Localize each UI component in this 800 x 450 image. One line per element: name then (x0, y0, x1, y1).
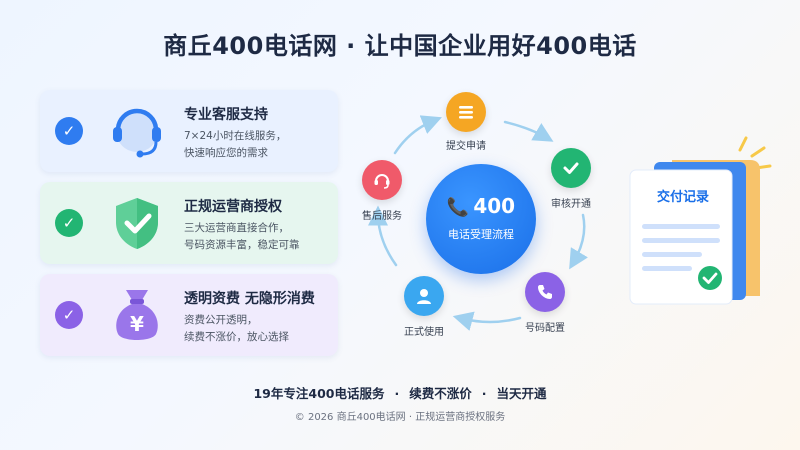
headset-icon (362, 160, 402, 200)
hub-label: 电话受理流程 (448, 228, 514, 241)
feature-desc: 资费公开透明， 续费不涨价，放心选择 (184, 314, 289, 343)
list-icon (446, 92, 486, 132)
page-title: 商丘400电话网 · 让中国企业用好400电话 (163, 32, 637, 60)
svg-text:¥: ¥ (130, 312, 144, 336)
phone-icon: 📞 (446, 197, 470, 218)
step-label: 售后服务 (362, 211, 402, 222)
process-flow: 📞400 电话受理流程 提交申请 审核开通 号码配置 正式使用 售后服务 (340, 80, 630, 350)
step-label: 提交申请 (446, 141, 486, 152)
feature-title: 正规运营商授权 (184, 199, 282, 215)
slogan: 19年专注400电话服务·续费不涨价·当天开通 (253, 386, 547, 401)
headset-icon (113, 108, 161, 158)
feature-card-pricing: ✓ ¥ 透明资费 无隐形消费 资费公开透明， 续费不涨价，放心选择 (40, 274, 338, 356)
step-label: 号码配置 (525, 323, 565, 334)
step-label: 审核开通 (551, 199, 591, 210)
feature-title: 透明资费 无隐形消费 (184, 291, 315, 307)
user-icon (404, 276, 444, 316)
feature-card-authorized: ✓ 正规运营商授权 三大运营商直接合作， 号码资源丰富，稳定可靠 (40, 182, 338, 264)
document-icon (629, 136, 772, 305)
shield-check-icon (116, 198, 158, 249)
delivery-record-illustration: 交付记录 (618, 120, 788, 320)
phone-icon (525, 272, 565, 312)
footer-copyright: © 2026 商丘400电话网 · 正规运营商授权服务 (294, 412, 506, 423)
step-label: 正式使用 (404, 327, 444, 338)
check-circle-icon: ✓ (55, 209, 83, 237)
document-title: 交付记录 (656, 190, 709, 205)
check-circle-icon: ✓ (55, 117, 83, 145)
feature-title: 专业客服支持 (184, 107, 268, 123)
money-bag-icon: ¥ (116, 290, 158, 340)
hub-number: 📞400 (446, 194, 516, 218)
feature-desc: 7×24小时在线服务， 快速响应您的需求 (184, 130, 287, 159)
check-circle-icon: ✓ (55, 301, 83, 329)
flow-hub: 📞400 电话受理流程 (426, 164, 536, 274)
feature-card-support: ✓ 专业客服支持 7×24小时在线服务， 快速响应您的需求 (40, 90, 338, 172)
feature-desc: 三大运营商直接合作， 号码资源丰富，稳定可靠 (184, 222, 300, 251)
check-icon (551, 148, 591, 188)
flow-arrows (368, 115, 589, 331)
